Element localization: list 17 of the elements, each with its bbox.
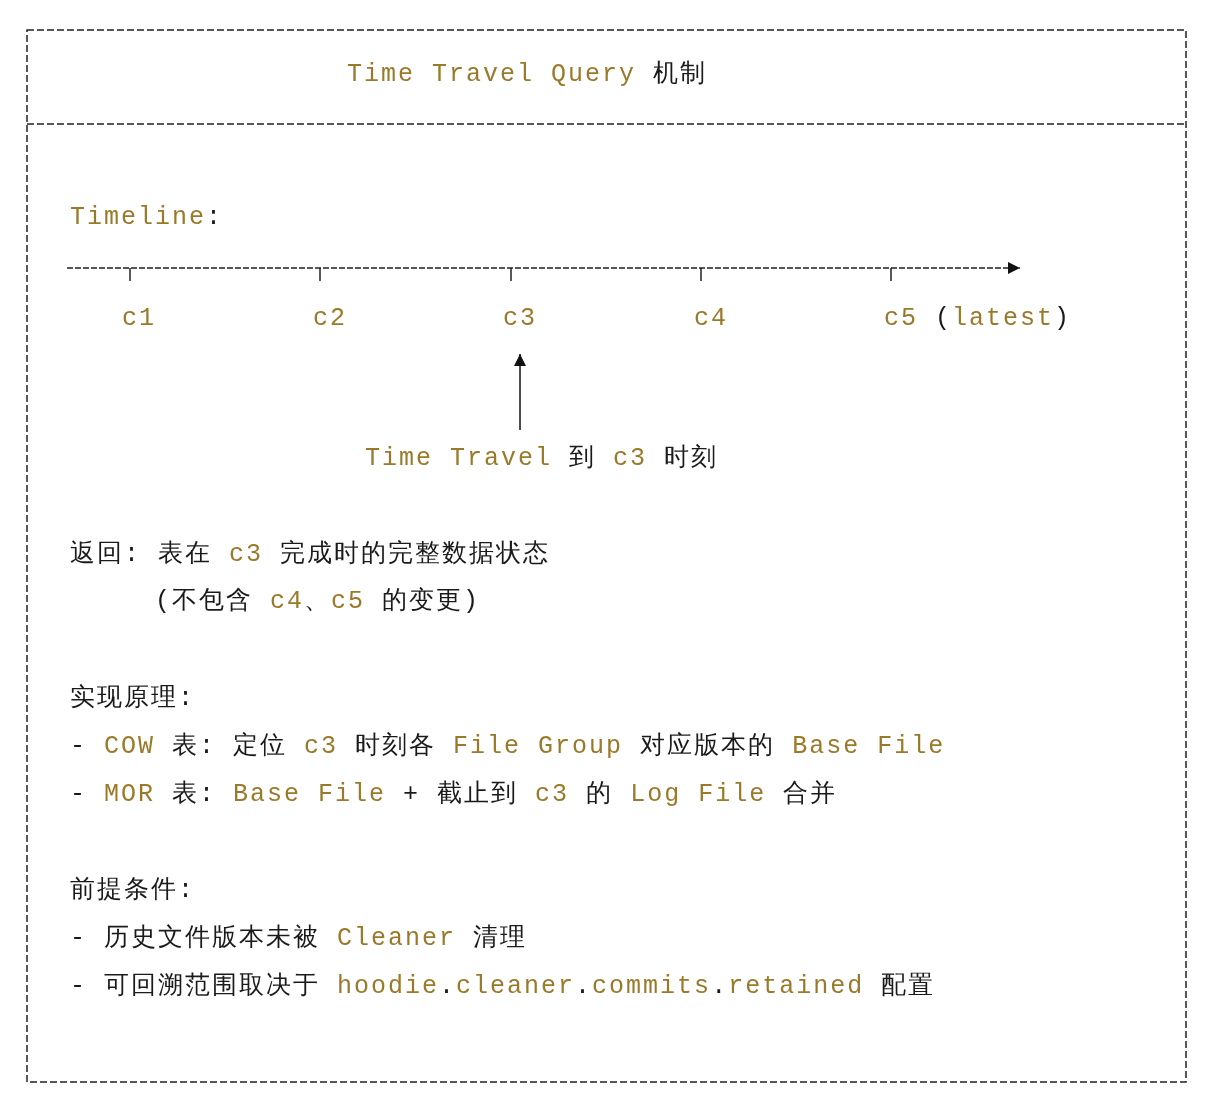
diagram-title: Time Travel Query 机制 <box>347 60 708 90</box>
text-line: 前提条件: <box>70 876 195 906</box>
commit-label: c2 <box>313 304 347 334</box>
text-line: 返回: 表在 c3 完成时的完整数据状态 <box>70 540 551 570</box>
section-label: Timeline: <box>70 203 224 233</box>
arrow <box>514 353 526 431</box>
text-line: 实现原理: <box>70 684 195 714</box>
commit-label: c5 (latest) <box>884 304 1072 334</box>
text-line: - COW 表: 定位 c3 时刻各 File Group 对应版本的 Base File <box>70 732 946 762</box>
annotation-text: Time Travel 到 c3 时刻 <box>365 444 719 474</box>
commit-label: c3 <box>503 304 537 334</box>
text-line: - 历史文件版本未被 Cleaner 清理 <box>70 924 528 954</box>
commit-label: c4 <box>694 304 728 334</box>
text-line: - MOR 表: Base File + 截止到 c3 的 Log File 合并 <box>70 780 838 810</box>
commit-label: c1 <box>122 304 156 334</box>
text-line: - 可回溯范围取决于 hoodie.cleaner.commits.retained 配置 <box>70 972 936 1002</box>
text-line: (不包含 c4、c5 的变更) <box>155 587 481 617</box>
